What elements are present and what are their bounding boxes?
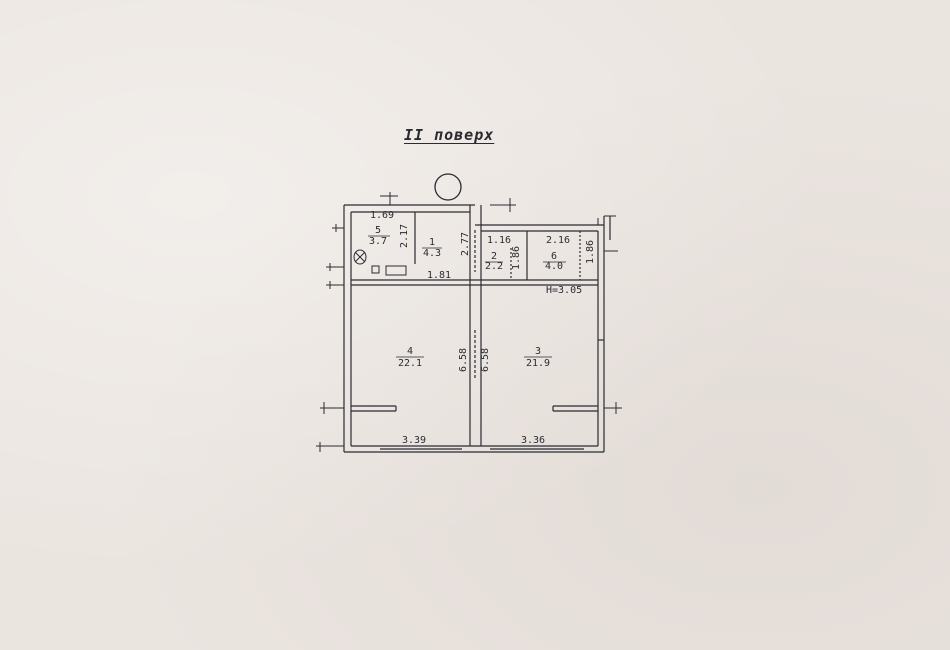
room-3-number: 3 bbox=[535, 346, 541, 357]
dim-6-58-b: 6.58 bbox=[480, 348, 491, 372]
room-2-area: 2.2 bbox=[485, 261, 503, 272]
outer-top-wall-right bbox=[475, 224, 604, 232]
dim-1-16: 1.16 bbox=[487, 235, 511, 246]
dim-1-86-a: 1.86 bbox=[511, 246, 522, 270]
dim-1-86-b: 1.86 bbox=[585, 240, 596, 264]
outer-bottom-wall bbox=[344, 445, 604, 453]
outer-top-wall-left bbox=[344, 204, 475, 213]
walls bbox=[343, 204, 611, 453]
axis-ticks bbox=[316, 192, 622, 452]
vent-circle-icon bbox=[434, 173, 462, 201]
room-6-area: 4.0 bbox=[545, 261, 563, 272]
dim-1-69: 1.69 bbox=[370, 210, 394, 221]
room3-wall-stub bbox=[552, 405, 598, 412]
toilet-icon bbox=[353, 249, 367, 265]
dim-6-58-a: 6.58 bbox=[458, 348, 469, 372]
room-5-number: 5 bbox=[375, 225, 381, 236]
counter-icon bbox=[371, 265, 407, 276]
dim-2-77: 2.77 bbox=[460, 232, 471, 256]
mid-partition bbox=[351, 279, 598, 286]
room-3-area: 21.9 bbox=[526, 358, 550, 369]
floor-title: II поверх bbox=[404, 126, 495, 144]
room-1-number: 1 bbox=[429, 237, 435, 248]
room-5-area: 3.7 bbox=[369, 236, 387, 247]
room-6-number: 6 bbox=[551, 251, 557, 262]
room-4-number: 4 bbox=[407, 346, 413, 357]
height-note: H=3.05 bbox=[546, 285, 582, 296]
room-2-number: 2 bbox=[491, 251, 497, 262]
room-4-area: 22.1 bbox=[398, 358, 422, 369]
dim-3-39: 3.39 bbox=[402, 435, 426, 446]
central-partition bbox=[469, 205, 482, 446]
dim-1-81: 1.81 bbox=[427, 270, 451, 281]
dim-2-17: 2.17 bbox=[399, 224, 410, 248]
room4-wall-stub bbox=[351, 405, 397, 412]
dim-3-36: 3.36 bbox=[521, 435, 545, 446]
outer-left-wall bbox=[343, 205, 352, 452]
room-labels: 5 3.7 1 4.3 2 2.2 6 4.0 4 22.1 3 21.9 bbox=[368, 225, 566, 369]
room-1-area: 4.3 bbox=[423, 248, 441, 259]
dim-2-16: 2.16 bbox=[546, 235, 570, 246]
dimension-labels: 1.69 2.17 2.77 1.16 2.16 1.86 1.86 1.81 … bbox=[370, 210, 596, 446]
outer-right-wall bbox=[597, 216, 605, 452]
